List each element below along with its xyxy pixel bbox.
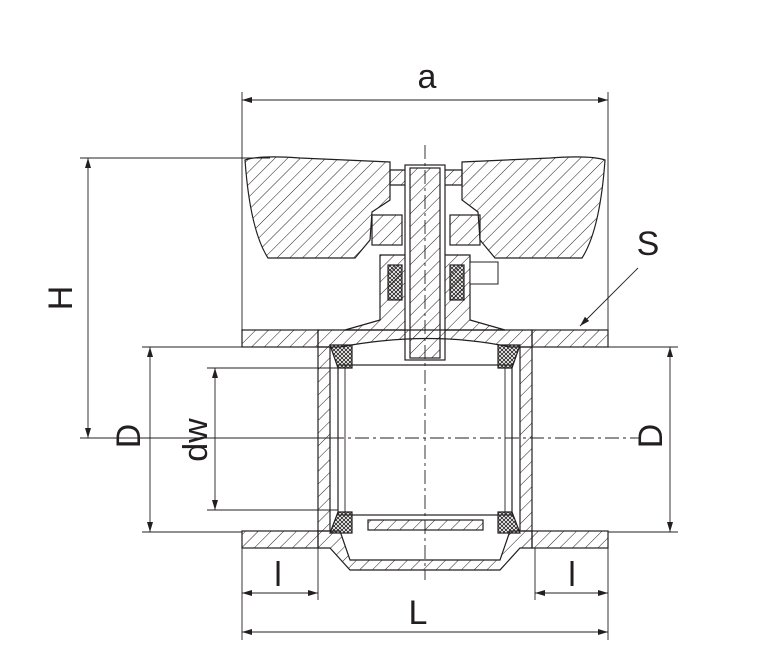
dimension-a: a [241, 58, 609, 330]
valve-body [205, 145, 640, 580]
dimension-s: S [579, 225, 660, 327]
dimension-d-left: D [110, 346, 242, 533]
label-a: a [418, 58, 437, 96]
label-l-left: l [274, 556, 282, 594]
label-L: L [409, 594, 428, 632]
dimension-l-right: l [534, 548, 609, 640]
dimension-L: L [242, 594, 608, 635]
label-l-right: l [568, 556, 576, 594]
label-h: H [42, 286, 80, 311]
label-d-right: D [632, 424, 670, 449]
dimension-d-right: D [608, 346, 678, 533]
dimension-dw: dw [177, 367, 338, 511]
label-s: S [637, 225, 660, 263]
dimension-l-left: l [241, 548, 319, 640]
label-dw: dw [177, 418, 215, 462]
label-d-left: D [110, 424, 148, 449]
